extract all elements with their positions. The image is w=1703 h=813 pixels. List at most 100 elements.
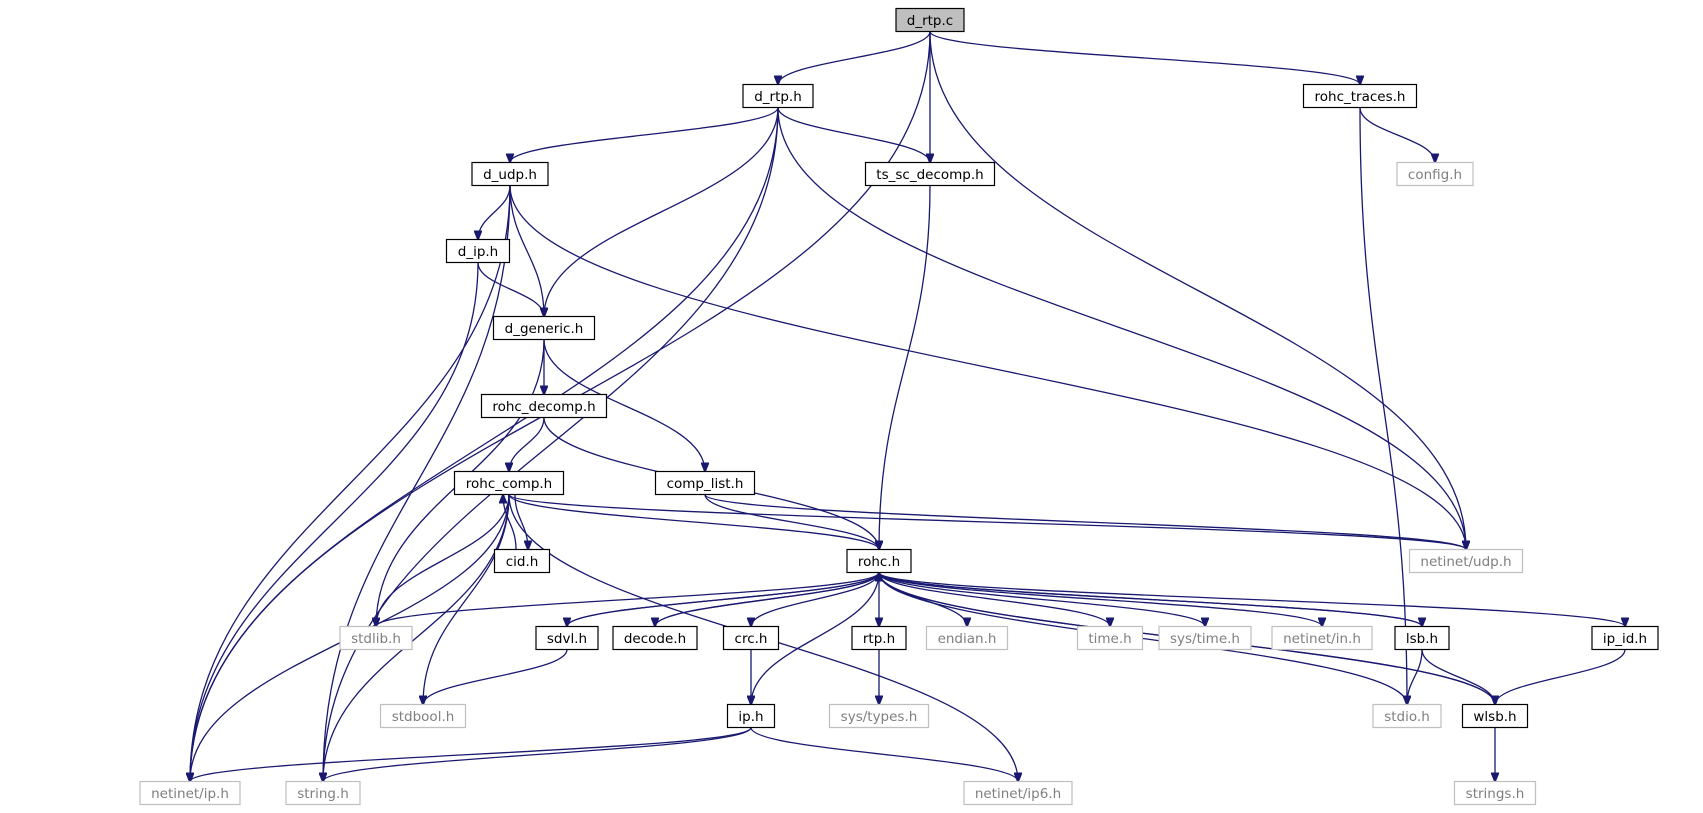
node-rohc-traces-h[interactable]: rohc_traces.h xyxy=(1302,83,1418,109)
node-label: d_rtp.h xyxy=(754,89,802,105)
node-string-h: string.h xyxy=(285,780,361,806)
node-lsb-h[interactable]: lsb.h xyxy=(1394,625,1450,651)
node-box xyxy=(722,625,780,651)
edge-rohc_comp_h-to-stdbool_h xyxy=(423,494,510,705)
edge-rohc_h-to-sys_time_h xyxy=(878,572,1205,627)
node-box xyxy=(445,238,511,264)
node-cid-h[interactable]: cid.h xyxy=(493,548,551,574)
edge-d_udp_h-to-netinet_ip_h xyxy=(190,185,511,782)
node-box xyxy=(895,7,965,33)
node-rohc-h[interactable]: rohc.h xyxy=(846,548,912,574)
node-label: stdbool.h xyxy=(392,709,455,725)
edge-comp_list_h-to-rohc_h xyxy=(704,494,879,550)
node-sdvl-h[interactable]: sdvl.h xyxy=(535,625,599,651)
node-box xyxy=(1396,161,1474,187)
node-box xyxy=(285,780,361,806)
node-label: stdlib.h xyxy=(351,631,401,647)
edge-ts_sc_decomp_h-to-rohc_h xyxy=(879,185,931,550)
edge-d_rtp_h-to-netinet_udp_h xyxy=(777,107,1466,550)
node-box xyxy=(1302,83,1418,109)
node-label: comp_list.h xyxy=(667,476,744,492)
node-comp-list-h[interactable]: comp_list.h xyxy=(654,470,756,496)
edge-ip_h-to-netinet_ip_h xyxy=(190,726,752,782)
node-box xyxy=(379,703,467,729)
edge-rohc_h-to-ip_h xyxy=(751,572,880,705)
node-box xyxy=(453,470,565,496)
edge-rohc_comp_h-to-string_h xyxy=(323,494,510,782)
node-box xyxy=(925,625,1009,651)
node-label: string.h xyxy=(297,786,349,802)
edge-d_rtp_h-to-netinet_ip_h xyxy=(190,107,779,782)
node-label: stdio.h xyxy=(1384,709,1430,725)
node-stdio-h: stdio.h xyxy=(1372,703,1442,729)
edge-d_rtp_h-to-string_h xyxy=(323,107,779,782)
node-box xyxy=(139,780,241,806)
edge-rohc_traces_h-to-config_h xyxy=(1359,107,1435,163)
node-rohc-decomp-h[interactable]: rohc_decomp.h xyxy=(480,393,608,419)
node-label: rtp.h xyxy=(863,631,895,647)
node-box xyxy=(535,625,599,651)
node-d-rtp-h[interactable]: d_rtp.h xyxy=(742,83,814,109)
edge-d_rtp_h-to-d_udp_h xyxy=(510,107,779,163)
node-d-ip-h[interactable]: d_ip.h xyxy=(445,238,511,264)
node-label: rohc.h xyxy=(858,554,900,570)
node-d-generic-h[interactable]: d_generic.h xyxy=(492,315,596,341)
node-stdlib-h: stdlib.h xyxy=(339,625,413,651)
edge-d_udp_h-to-d_ip_h xyxy=(478,185,511,240)
node-ip-h[interactable]: ip.h xyxy=(726,703,776,729)
node-label: strings.h xyxy=(1466,786,1525,802)
node-box xyxy=(492,315,596,341)
node-box xyxy=(726,703,776,729)
node-d-udp-h[interactable]: d_udp.h xyxy=(471,161,549,187)
edge-rohc_decomp_h-to-rohc_comp_h xyxy=(509,417,545,472)
node-rohc-comp-h[interactable]: rohc_comp.h xyxy=(453,470,565,496)
edge-rohc_h-to-ip_id_h xyxy=(878,571,1625,627)
node-label: rohc_traces.h xyxy=(1315,89,1406,105)
edge-d_rtp_c-to-netinet_udp_h xyxy=(929,31,1466,550)
edge-d_udp_h-to-netinet_udp_h xyxy=(509,185,1466,550)
node-label: cid.h xyxy=(506,554,539,570)
node-decode-h[interactable]: decode.h xyxy=(612,625,698,651)
node-strings-h: strings.h xyxy=(1453,780,1537,806)
edge-rohc_h-to-crc_h xyxy=(751,572,880,627)
node-label: time.h xyxy=(1088,631,1131,647)
node-label: netinet/ip.h xyxy=(151,786,229,802)
node-label: d_generic.h xyxy=(505,321,584,337)
node-label: sys/types.h xyxy=(841,709,918,725)
edge-sdvl_h-to-stdbool_h xyxy=(423,649,568,705)
node-box xyxy=(1591,625,1659,651)
edge-ip_h-to-netinet_ip6_h xyxy=(750,727,1018,782)
node-label: config.h xyxy=(1408,167,1462,183)
edge-rohc_comp_h-to-stdlib_h xyxy=(376,494,510,627)
node-box xyxy=(1076,625,1144,651)
node-label: sys/time.h xyxy=(1170,631,1240,647)
node-label: decode.h xyxy=(624,631,686,647)
node-box xyxy=(480,393,608,419)
node-box xyxy=(963,780,1073,806)
node-box xyxy=(846,548,912,574)
node-label: d_rtp.c xyxy=(907,13,953,29)
node-box xyxy=(1372,703,1442,729)
edge-lsb_h-to-rohc_h xyxy=(879,573,1423,628)
node-time-h: time.h xyxy=(1076,625,1144,651)
node-label: netinet/in.h xyxy=(1283,631,1361,647)
node-box xyxy=(1408,548,1524,574)
edge-d_ip_h-to-d_generic_h xyxy=(477,262,544,317)
node-ip-id-h[interactable]: ip_id.h xyxy=(1591,625,1659,651)
node-label: lsb.h xyxy=(1406,631,1438,647)
edge-rohc_h-to-netinet_in_h xyxy=(878,571,1322,627)
edge-sdvl_h-to-rohc_h xyxy=(566,573,879,627)
node-d-rtp-c[interactable]: d_rtp.c xyxy=(895,7,965,33)
node-ts-sc-decomp-h[interactable]: ts_sc_decomp.h xyxy=(864,161,996,187)
edge-d_rtp_h-to-d_generic_h xyxy=(544,107,779,317)
node-crc-h[interactable]: crc.h xyxy=(722,625,780,651)
node-label: rohc_comp.h xyxy=(466,476,553,492)
node-wlsb-h[interactable]: wlsb.h xyxy=(1461,703,1529,729)
node-box xyxy=(828,703,930,729)
edge-rohc_h-to-time_h xyxy=(878,572,1110,627)
node-netinet-udp-h: netinet/udp.h xyxy=(1408,548,1524,574)
edge-rohc_h-to-stdlib_h xyxy=(376,571,880,627)
edge-d_udp_h-to-d_generic_h xyxy=(509,185,544,317)
node-rtp-h[interactable]: rtp.h xyxy=(851,625,907,651)
